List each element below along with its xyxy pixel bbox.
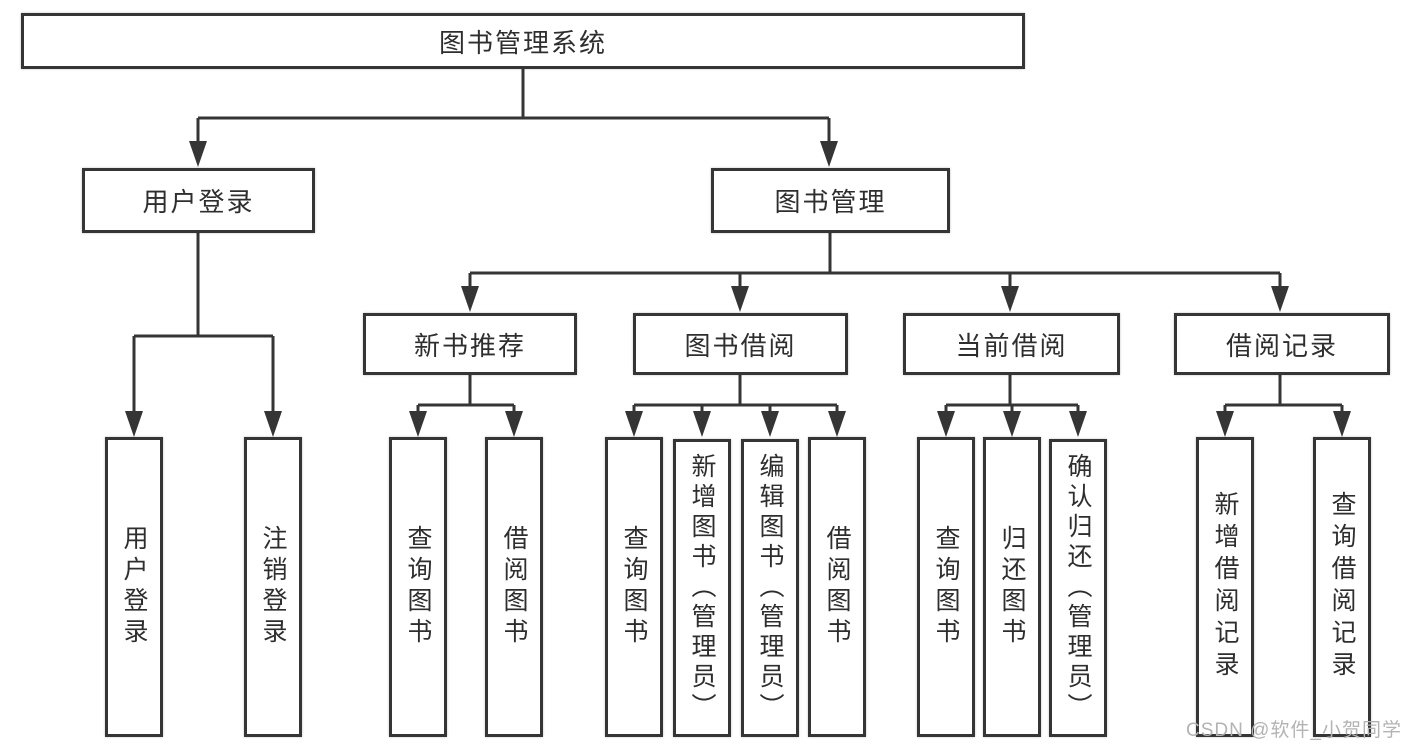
leaf-add-borrow-record: 新增借阅记录 — [1196, 437, 1254, 737]
leaf-query-books-recommend: 查询图书 — [389, 437, 447, 737]
node-new-book-recommend: 新书推荐 — [363, 313, 577, 375]
arrowhead-icons — [125, 141, 1351, 437]
leaf-logout: 注销登录 — [244, 437, 302, 737]
node-borrowing-records: 借阅记录 — [1174, 313, 1390, 375]
node-user-login: 用户登录 — [82, 168, 315, 233]
node-book-management: 图书管理 — [711, 168, 950, 233]
leaf-borrow-books: 借阅图书 — [808, 437, 866, 737]
leaf-confirm-return-admin: 确认归还（管理员） — [1049, 439, 1107, 737]
leaf-query-borrow-record: 查询借阅记录 — [1313, 437, 1371, 737]
leaf-return-book: 归还图书 — [983, 437, 1041, 737]
leaf-add-book-admin: 新增图书（管理员） — [673, 439, 731, 737]
csdn-watermark: CSDN @软件_小贺同学 — [1186, 720, 1402, 741]
leaf-borrow-books-recommend: 借阅图书 — [485, 437, 543, 737]
connector-lines — [132, 68, 1344, 415]
leaf-user-login: 用户登录 — [105, 437, 163, 737]
leaf-edit-book-admin: 编辑图书（管理员） — [741, 439, 799, 737]
leaf-query-books-current: 查询图书 — [917, 437, 975, 737]
node-root-system: 图书管理系统 — [21, 13, 1025, 69]
leaf-query-books-borrow: 查询图书 — [605, 437, 663, 737]
node-book-borrowing: 图书借阅 — [633, 313, 848, 375]
node-current-borrowing: 当前借阅 — [903, 313, 1120, 375]
